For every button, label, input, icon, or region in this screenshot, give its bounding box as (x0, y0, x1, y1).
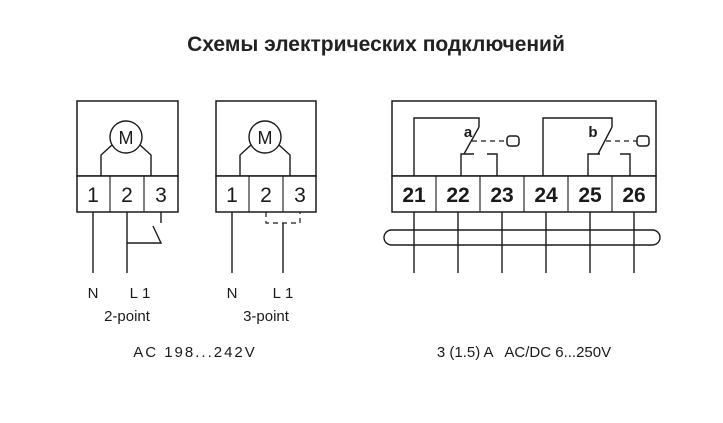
terminal-2: 2 (121, 184, 133, 207)
motor-lead-right (139, 144, 152, 176)
three-point-actuator: M 1 2 3 N L1 3-point (215, 100, 317, 325)
two-point-motor-label: M (119, 128, 134, 148)
wire-l1-label: L1 (273, 285, 298, 302)
three-point-motor-label: M (258, 128, 273, 148)
contact-a-terminal-23 (487, 153, 498, 176)
contact-b-label: b (588, 124, 597, 141)
aux-switch-housing (391, 100, 657, 177)
contact-a-wiring (413, 117, 480, 176)
contact-a-terminal-22 (460, 153, 474, 176)
terminal-3: 3 (155, 184, 167, 207)
wire-n-label: N (227, 285, 238, 302)
wire-n-label: N (88, 285, 99, 302)
contact-b-blade (597, 126, 613, 155)
terminal-1: 1 (226, 184, 238, 207)
motor-icon (248, 120, 282, 154)
contact-b-wiring (542, 117, 613, 176)
page-title: Схемы электрических подключений (187, 33, 565, 56)
motor-lead-left (239, 144, 252, 176)
three-point-housing (215, 100, 317, 177)
terminal-24: 24 (534, 184, 558, 207)
two-point-actuator: M 1 2 3 N L1 2-point (76, 100, 179, 325)
wire-l1-label: L1 (130, 285, 155, 302)
terminal-25: 25 (578, 184, 602, 207)
mode-label-2-point: 2-point (104, 308, 151, 325)
contact-rating: 3 (1.5) A AC/DC 6...250V (437, 344, 611, 361)
terminal-1: 1 (87, 184, 99, 207)
motor-lead-left (100, 144, 113, 176)
contact-a-cam (506, 135, 520, 147)
contact-a-label: a (464, 124, 473, 141)
auxiliary-switches: a b 21 22 23 24 25 26 (383, 100, 661, 273)
terminal-2: 2 (260, 184, 272, 207)
cable-sheath (383, 229, 661, 246)
motor-icon (109, 120, 143, 154)
jumper-switch (127, 225, 163, 244)
contact-b-cam (636, 135, 650, 147)
two-point-terminal-block (76, 175, 179, 213)
selector-dashed-link (265, 212, 301, 224)
contact-b-terminal-25 (587, 153, 600, 176)
supply-voltage: AC 198...242V (133, 344, 257, 361)
terminal-21: 21 (402, 184, 426, 207)
contact-b-terminal-26 (620, 153, 631, 176)
two-point-housing (76, 100, 179, 177)
terminal-22: 22 (446, 184, 469, 207)
terminal-26: 26 (622, 184, 645, 207)
terminal-23: 23 (490, 184, 513, 207)
contact-a-blade (463, 126, 480, 155)
terminal-3: 3 (294, 184, 306, 207)
mode-label-3-point: 3-point (243, 308, 290, 325)
motor-lead-right (278, 144, 291, 176)
